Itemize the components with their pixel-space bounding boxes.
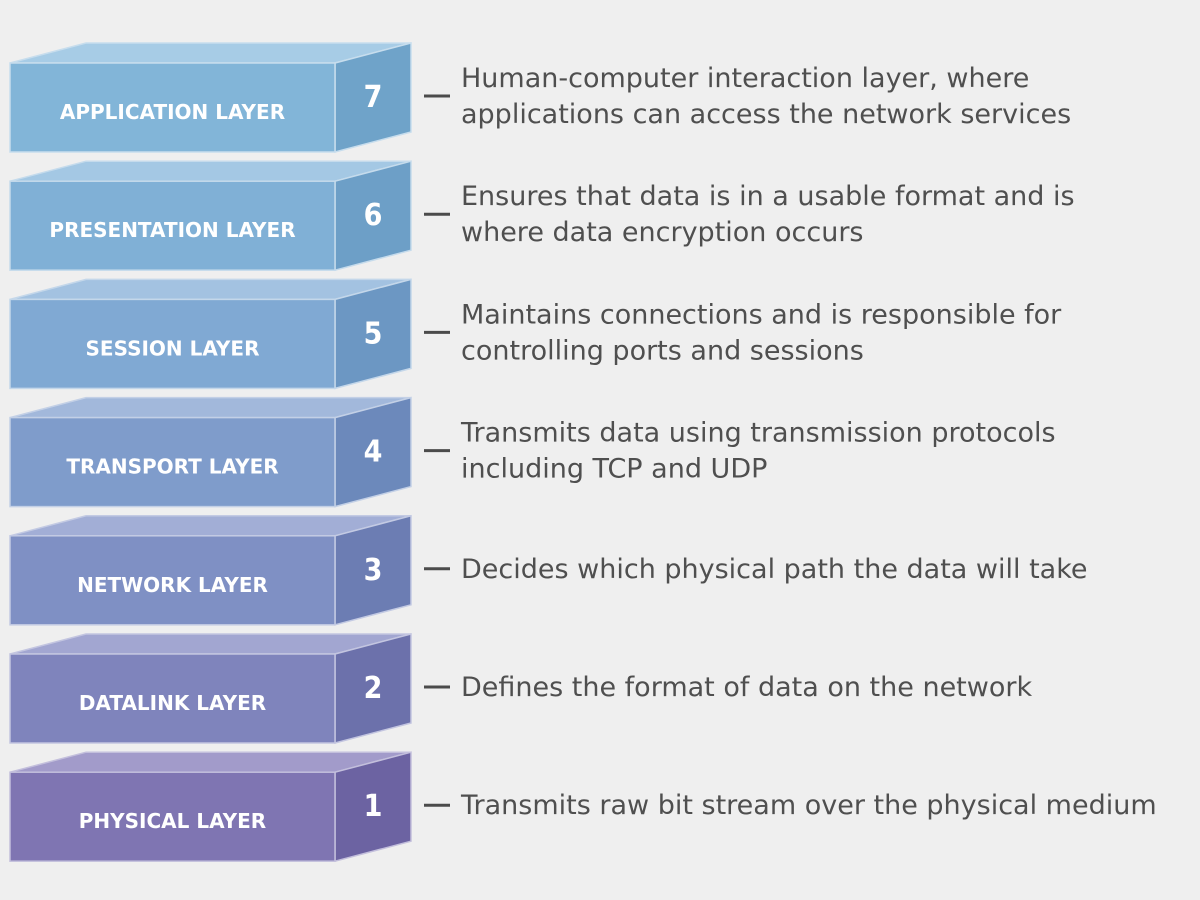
layer-name: PRESENTATION LAYER: [49, 218, 295, 242]
layer-description-line: Ensures that data is in a usable format …: [461, 181, 1075, 212]
layer-description-line: Defines the format of data on the networ…: [461, 672, 1032, 703]
layer-description-line: Human-computer interaction layer, where: [461, 63, 1029, 94]
layer-name: APPLICATION LAYER: [60, 100, 285, 124]
layer-number: 1: [364, 789, 383, 824]
layer-front-face: [9, 653, 336, 744]
layer-block-6: PRESENTATION LAYER 6 Ensures that data is …: [9, 160, 1075, 272]
layer-description-line: including TCP and UDP: [461, 454, 767, 485]
layer-description-line: Decides which physical path the data wil…: [461, 554, 1088, 585]
layer-front-face: [9, 180, 336, 271]
layer-front-face: [9, 298, 336, 390]
layer-number: 6: [364, 198, 383, 233]
layer-description-line: where data encryption occurs: [461, 217, 863, 248]
layer-number: 7: [364, 80, 383, 115]
layer-description-line: Maintains connections and is responsible…: [461, 299, 1062, 330]
layer-number: 4: [364, 435, 383, 470]
layer-description-line: controlling ports and sessions: [461, 335, 864, 366]
layer-description-line: applications can access the network serv…: [461, 99, 1071, 130]
layer-block-3: NETWORK LAYER 3 Decides which physical pat…: [9, 514, 1088, 626]
layer-block-4: TRANSPORT LAYER 4 Transmits data using tra…: [9, 396, 1056, 508]
layer-number: 2: [364, 671, 383, 706]
layer-front-face: [9, 535, 336, 626]
layer-name: SESSION LAYER: [86, 336, 260, 360]
layer-description-line: Transmits raw bit stream over the physic…: [460, 790, 1157, 821]
layer-block-7: APPLICATION LAYER 7 Human-computer interac…: [9, 42, 1071, 153]
layer-block-2: DATALINK LAYER 2 Defines the format of dat…: [9, 633, 1032, 744]
layer-block-1: PHYSICAL LAYER 1 Transmits raw bit stream …: [9, 751, 1157, 863]
layer-block-5: SESSION LAYER 5 Maintains connections and …: [9, 278, 1062, 390]
layer-name: PHYSICAL LAYER: [79, 809, 266, 833]
layer-number: 3: [364, 553, 383, 588]
layer-front-face: [9, 62, 336, 153]
layer-number: 5: [364, 316, 383, 351]
layer-name: TRANSPORT LAYER: [66, 455, 278, 479]
layer-front-face: [9, 416, 336, 508]
layer-name: DATALINK LAYER: [79, 691, 266, 715]
layer-front-face: [9, 771, 336, 862]
layer-name: NETWORK LAYER: [77, 573, 268, 597]
layer-description-line: Transmits data using transmission protoc…: [460, 418, 1056, 449]
